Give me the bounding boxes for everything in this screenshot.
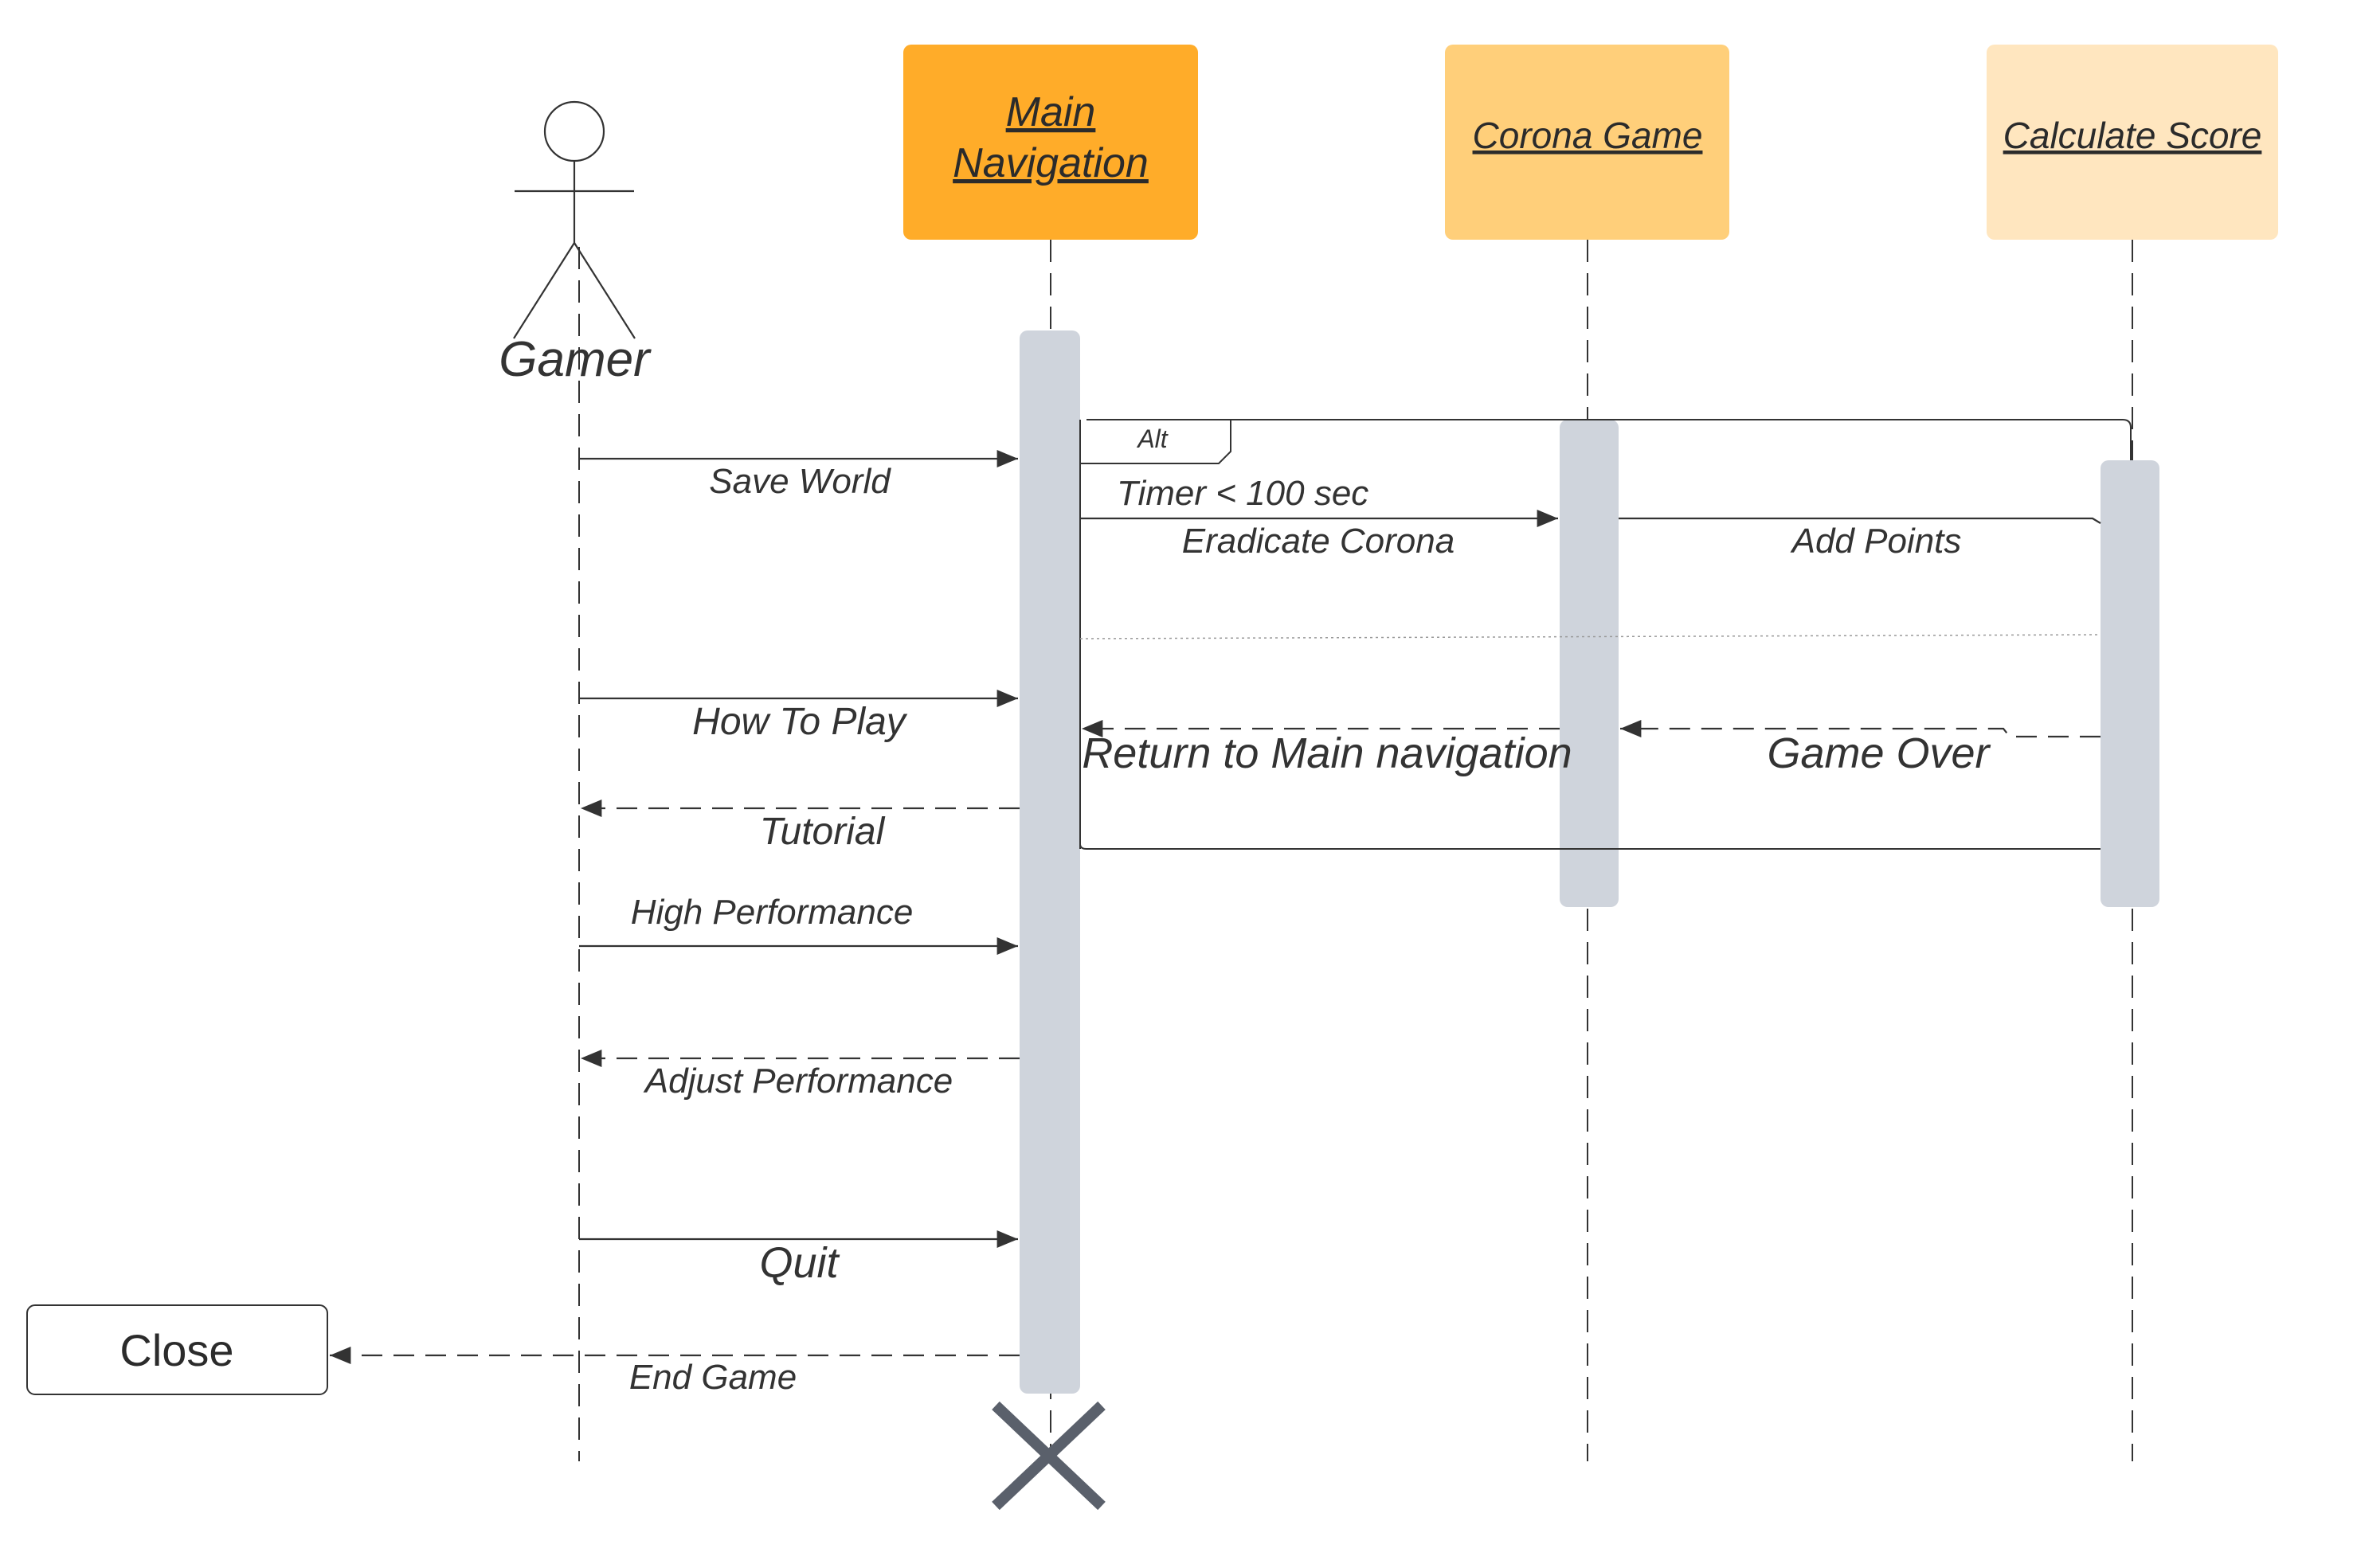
- close-box-frame: [26, 1304, 328, 1395]
- lifeline-head-calculate-score[interactable]: Calculate Score: [1987, 45, 2278, 240]
- calculate-score-label: Calculate Score: [2003, 115, 2262, 156]
- activation-corona-game: [1560, 420, 1619, 907]
- message-quit[interactable]: Quit: [579, 1230, 1018, 1287]
- adjust-performance-label: Adjust Performance: [643, 1062, 953, 1101]
- corona-game-label: Corona Game: [1473, 115, 1703, 156]
- game-over-arrow: [1619, 720, 2101, 738]
- actor-head-icon: [543, 100, 605, 162]
- message-add-points[interactable]: Add Points: [1619, 517, 2101, 561]
- main-navigation-label-line2: Navigation: [953, 140, 1149, 186]
- eradicate-corona-label: Eradicate Corona: [1182, 522, 1455, 561]
- actor-label: Gamer: [499, 332, 652, 387]
- end-game-label: End Game: [629, 1358, 797, 1397]
- actor-gamer[interactable]: [513, 100, 636, 339]
- game-over-label: Game Over: [1767, 729, 1991, 777]
- message-how-to-play[interactable]: How To Play: [579, 690, 1018, 743]
- destroy-x-icon: [992, 1401, 1106, 1511]
- add-points-label: Add Points: [1790, 522, 1962, 561]
- alt-operator-tab: [1080, 420, 1231, 464]
- how-to-play-label: How To Play: [692, 701, 908, 743]
- actor-left-leg: [513, 242, 575, 339]
- activation-main-navigation: [1020, 330, 1080, 1394]
- lifeline-head-main-navigation[interactable]: Main Navigation: [903, 45, 1198, 240]
- corona-game-box: [1445, 45, 1729, 240]
- quit-label: Quit: [759, 1239, 840, 1287]
- main-navigation-label-line1: Main: [1006, 89, 1096, 135]
- message-game-over[interactable]: Game Over: [1619, 720, 2101, 777]
- high-performance-label: High Performance: [631, 893, 914, 932]
- message-return-to-main[interactable]: Return to Main navigation: [1082, 720, 1572, 777]
- add-points-arrow: [1619, 517, 2101, 524]
- return-to-main-label: Return to Main navigation: [1082, 729, 1572, 777]
- save-world-label: Save World: [709, 462, 891, 501]
- message-high-performance[interactable]: High Performance: [579, 893, 1018, 955]
- alt-fragment[interactable]: Alt Timer < 100 sec: [1079, 419, 2132, 850]
- message-tutorial[interactable]: Tutorial: [581, 800, 1020, 853]
- message-adjust-performance[interactable]: Adjust Performance: [581, 1050, 1020, 1101]
- activation-calculate-score: [2101, 460, 2159, 907]
- alt-operator-label: Alt: [1136, 424, 1168, 453]
- calculate-score-box: [1987, 45, 2278, 240]
- main-navigation-box: [903, 45, 1198, 240]
- alt-guard-label: Timer < 100 sec: [1117, 474, 1368, 513]
- close-box-label: Close: [119, 1325, 233, 1375]
- alt-fragment-top: [1086, 419, 2132, 460]
- message-save-world[interactable]: Save World: [579, 450, 1018, 501]
- actor-right-leg: [574, 242, 636, 339]
- message-eradicate-corona[interactable]: Eradicate Corona: [1080, 510, 1558, 561]
- tutorial-label: Tutorial: [760, 811, 886, 853]
- message-end-game[interactable]: End Game: [330, 1347, 1020, 1397]
- close-box[interactable]: Close: [26, 1304, 328, 1395]
- lifeline-head-corona-game[interactable]: Corona Game: [1445, 45, 1729, 240]
